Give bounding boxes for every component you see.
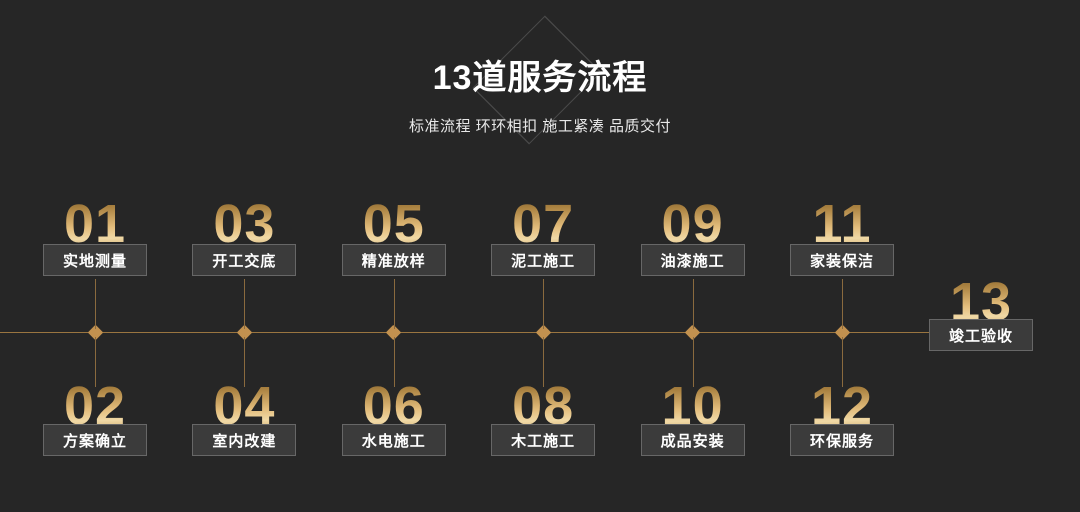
step-number: 05 — [319, 196, 469, 252]
timeline-connector-down — [842, 337, 843, 387]
timeline-connector-up — [543, 279, 545, 329]
step-number: 03 — [169, 196, 319, 252]
timeline-connector-up — [393, 279, 395, 329]
timeline-connector-up — [244, 279, 246, 329]
timeline-connector-up — [692, 279, 694, 329]
step-label[interactable]: 木工施工 — [491, 424, 596, 456]
timeline-connector-down — [393, 337, 395, 387]
timeline-connector-down — [95, 337, 96, 387]
step-label[interactable]: 成品安装 — [640, 424, 745, 456]
step-label[interactable]: 环保服务 — [790, 424, 894, 456]
page-subtitle: 标准流程 环环相扣 施工紧凑 品质交付 — [408, 118, 671, 135]
timeline-connector-down — [543, 337, 545, 387]
step-label[interactable]: 精准放样 — [341, 244, 446, 276]
timeline-connector-up — [95, 279, 96, 329]
timeline-connector-down — [244, 337, 246, 387]
step-final-label[interactable]: 竣工验收 — [929, 319, 1033, 351]
step-label[interactable]: 油漆施工 — [640, 244, 745, 276]
step-label[interactable]: 泥工施工 — [491, 244, 596, 276]
step-label[interactable]: 家装保洁 — [790, 244, 894, 276]
step-number: 07 — [468, 196, 618, 252]
step-number: 11 — [767, 196, 917, 252]
page-title: 13道服务流程 — [432, 59, 648, 97]
timeline-axis — [0, 332, 930, 333]
step-number: 09 — [618, 196, 768, 252]
step-number: 01 — [20, 196, 170, 252]
step-label[interactable]: 水电施工 — [341, 424, 446, 456]
timeline-connector-down — [692, 337, 694, 387]
step-label[interactable]: 方案确立 — [43, 424, 147, 456]
step-label[interactable]: 实地测量 — [43, 244, 147, 276]
step-label[interactable]: 开工交底 — [192, 244, 297, 276]
timeline-connector-up — [842, 279, 843, 329]
step-label[interactable]: 室内改建 — [192, 424, 297, 456]
